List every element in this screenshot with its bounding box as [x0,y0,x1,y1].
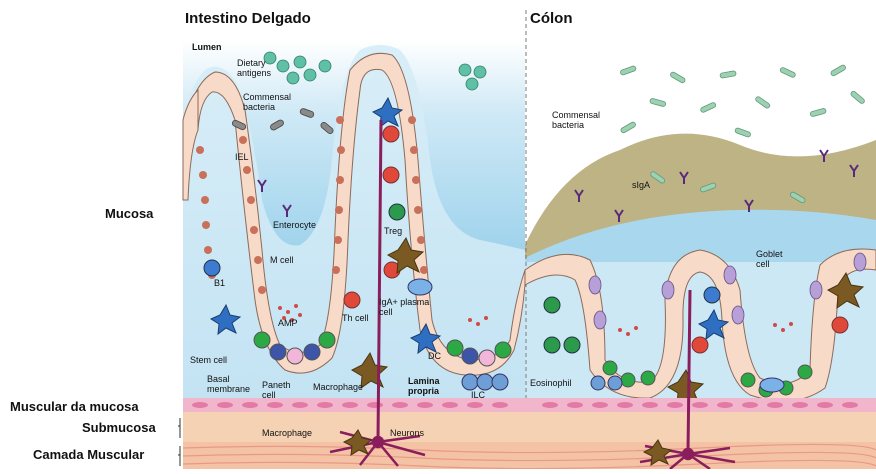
lumen-label: Lumen [192,42,222,52]
enterocyte-label: Enterocyte [273,220,316,230]
treg-label: Treg [384,226,402,236]
stem-cell-label: Stem cell [190,355,227,365]
macrophage-label: Macrophage [313,382,363,392]
muscular-layer-label: Camada Muscular [33,447,144,462]
th-cell-label: Th cell [342,313,369,323]
goblet-cell-label: Goblet cell [756,249,796,269]
colon-header: Cólon [530,10,573,27]
siga-label: sIgA [632,180,650,190]
paneth-cell-label: Paneth cell [262,380,294,400]
m-cell-label: M cell [270,255,294,265]
small-intestine-header: Intestino Delgado [185,10,311,27]
commensal-bacteria-si-label: Commensal bacteria [243,92,303,112]
basal-membrane-label: Basal membrane [207,374,243,394]
dietary-antigens-label: Dietary antigens [237,58,277,78]
eosinophil-label: Eosinophil [530,378,572,388]
mucosa-label: Mucosa [105,206,153,221]
ilc-label: ILC [471,390,485,400]
commensal-bacteria-colon-label: Commensal bacteria [552,110,612,130]
muscularis-mucosa-label: Muscular da mucosa [10,399,139,414]
b1-label: B1 [214,278,225,288]
submucosa-label: Submucosa [82,420,156,435]
dc-label: DC [428,351,441,361]
iel-label: IEL [235,152,249,162]
submucosa-macrophage-label: Macrophage [262,428,312,438]
iga-plasma-cell-label: IgA+ plasma cell [379,297,439,317]
lamina-propria-label: Lamina propria [408,376,448,396]
amp-label: AMP [278,318,298,328]
neurons-label: Neurons [390,428,424,438]
